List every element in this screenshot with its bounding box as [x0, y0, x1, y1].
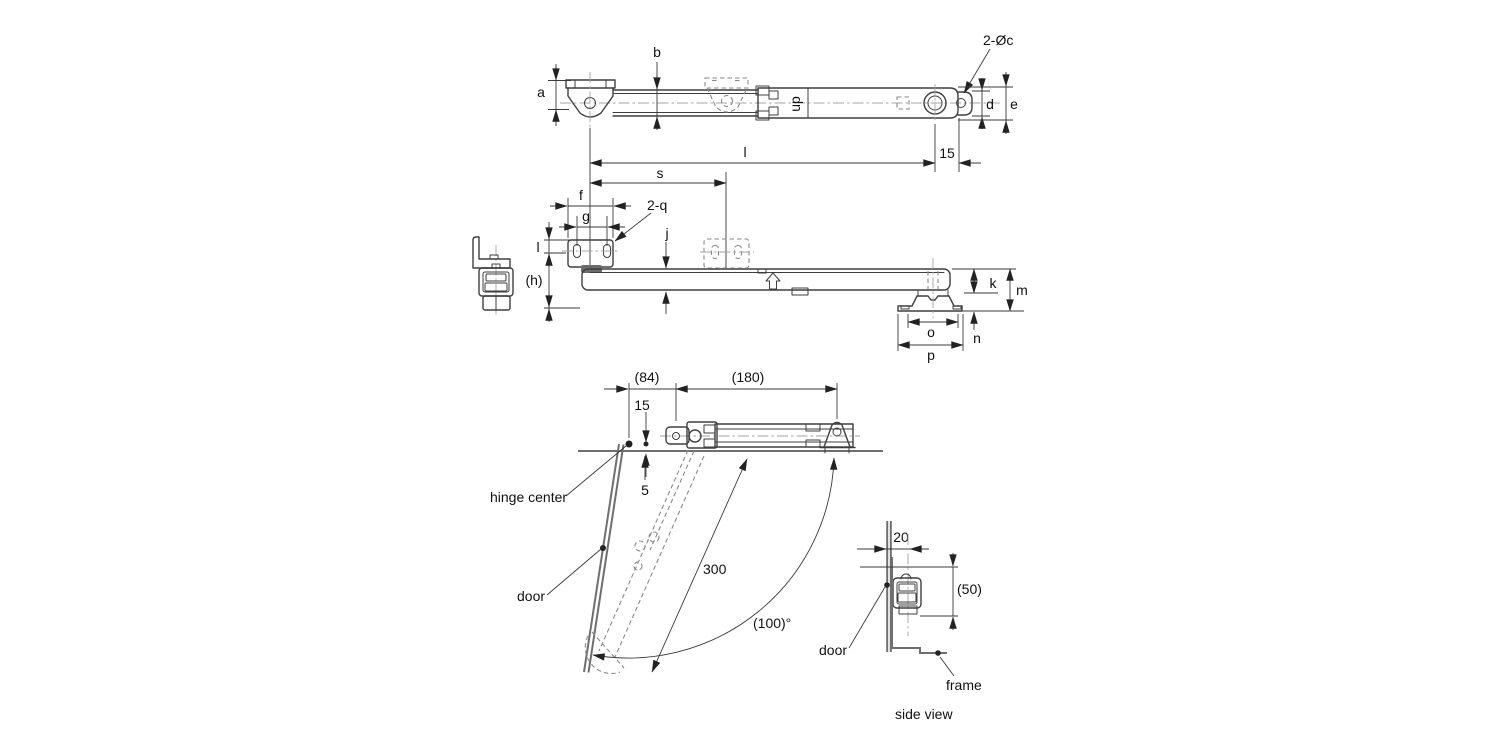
alt-bracket-dashed-plan	[704, 77, 749, 113]
dim-d: d	[972, 78, 994, 129]
dim-a: a	[537, 64, 571, 126]
hinge-center-label: hinge center	[490, 489, 567, 505]
installation-diagram: (84) (180) 15 5	[490, 369, 883, 675]
dim-label-j: j	[664, 225, 668, 241]
dim-label-15-install: 15	[634, 397, 650, 413]
dim-l-vertical: l (h)	[525, 222, 580, 322]
side-frame-profile	[891, 557, 947, 654]
dim-label-k: k	[990, 275, 998, 291]
up-arrow-symbol	[765, 272, 781, 290]
length-dimensions: l 15 s f g 2-q	[550, 118, 981, 268]
dim-kmn: k m n	[952, 268, 1028, 346]
dim-label-l: l	[743, 144, 746, 160]
dim-label-angle: (100)°	[753, 615, 791, 631]
end-tab-plan	[956, 91, 973, 116]
top-view: up a b 2-Øc	[537, 32, 1018, 134]
dim-label-180: (180)	[732, 369, 765, 385]
front-view: j l (h) k m n	[525, 222, 1028, 363]
dim-label-h: (h)	[525, 272, 542, 288]
dim-label-50: (50)	[957, 581, 982, 597]
slot-callout-label: 2-q	[647, 197, 667, 213]
dim-label-15: 15	[939, 145, 955, 161]
frame-label: frame	[946, 677, 982, 693]
dim-label-p: p	[927, 347, 935, 363]
slider-housing-plan: up	[755, 84, 959, 122]
side-view: 20 (50) door frame side view	[819, 521, 982, 722]
dim-label-d: d	[986, 96, 994, 112]
frame-marker-dot	[935, 650, 941, 656]
dim-label-e: e	[1010, 96, 1018, 112]
arm-bar-front	[581, 268, 951, 296]
arm-bar-plan	[612, 89, 759, 117]
side-catch	[892, 573, 922, 615]
swing-arc	[592, 457, 838, 661]
dim-label-b: b	[653, 44, 661, 60]
up-marking-text: up	[787, 96, 803, 112]
hole-callout: 2-Øc	[963, 32, 1013, 94]
frame-bracket-front	[897, 258, 963, 318]
door-marker-dot	[600, 545, 606, 551]
dim-op: o p	[897, 314, 964, 363]
stay-arm-closed	[660, 421, 860, 454]
dim-label-s: s	[657, 165, 664, 181]
dim-label-o: o	[927, 324, 935, 340]
dim-j: j	[662, 225, 670, 314]
dim-label-20: 20	[893, 529, 909, 545]
door-label-side: door	[819, 642, 847, 658]
dim-label-l-vertical: l	[536, 239, 539, 255]
door-label-install: door	[517, 588, 545, 604]
end-bracket-plan	[565, 72, 616, 128]
dim-label-a: a	[537, 84, 545, 100]
dim-e: e	[958, 72, 1018, 134]
catch-component-side	[472, 236, 514, 316]
side-view-caption: side view	[895, 706, 953, 722]
pivot-dot	[643, 441, 649, 447]
mounting-bracket-front	[562, 239, 620, 273]
dim-label-84: (84)	[635, 369, 660, 385]
dim-label-n: n	[973, 330, 981, 346]
dim-label-300: 300	[703, 561, 727, 577]
door-marker-dot-side	[884, 582, 890, 588]
dim-label-5: 5	[641, 482, 649, 498]
dim-label-f: f	[579, 187, 583, 203]
hinge-center-dot	[625, 440, 633, 448]
dim-label-g: g	[582, 208, 590, 224]
hole-callout-label: 2-Øc	[983, 32, 1013, 48]
alt-bracket-dashed-front	[700, 238, 754, 269]
dim-label-m: m	[1016, 282, 1028, 298]
dim-b: b	[653, 44, 661, 130]
